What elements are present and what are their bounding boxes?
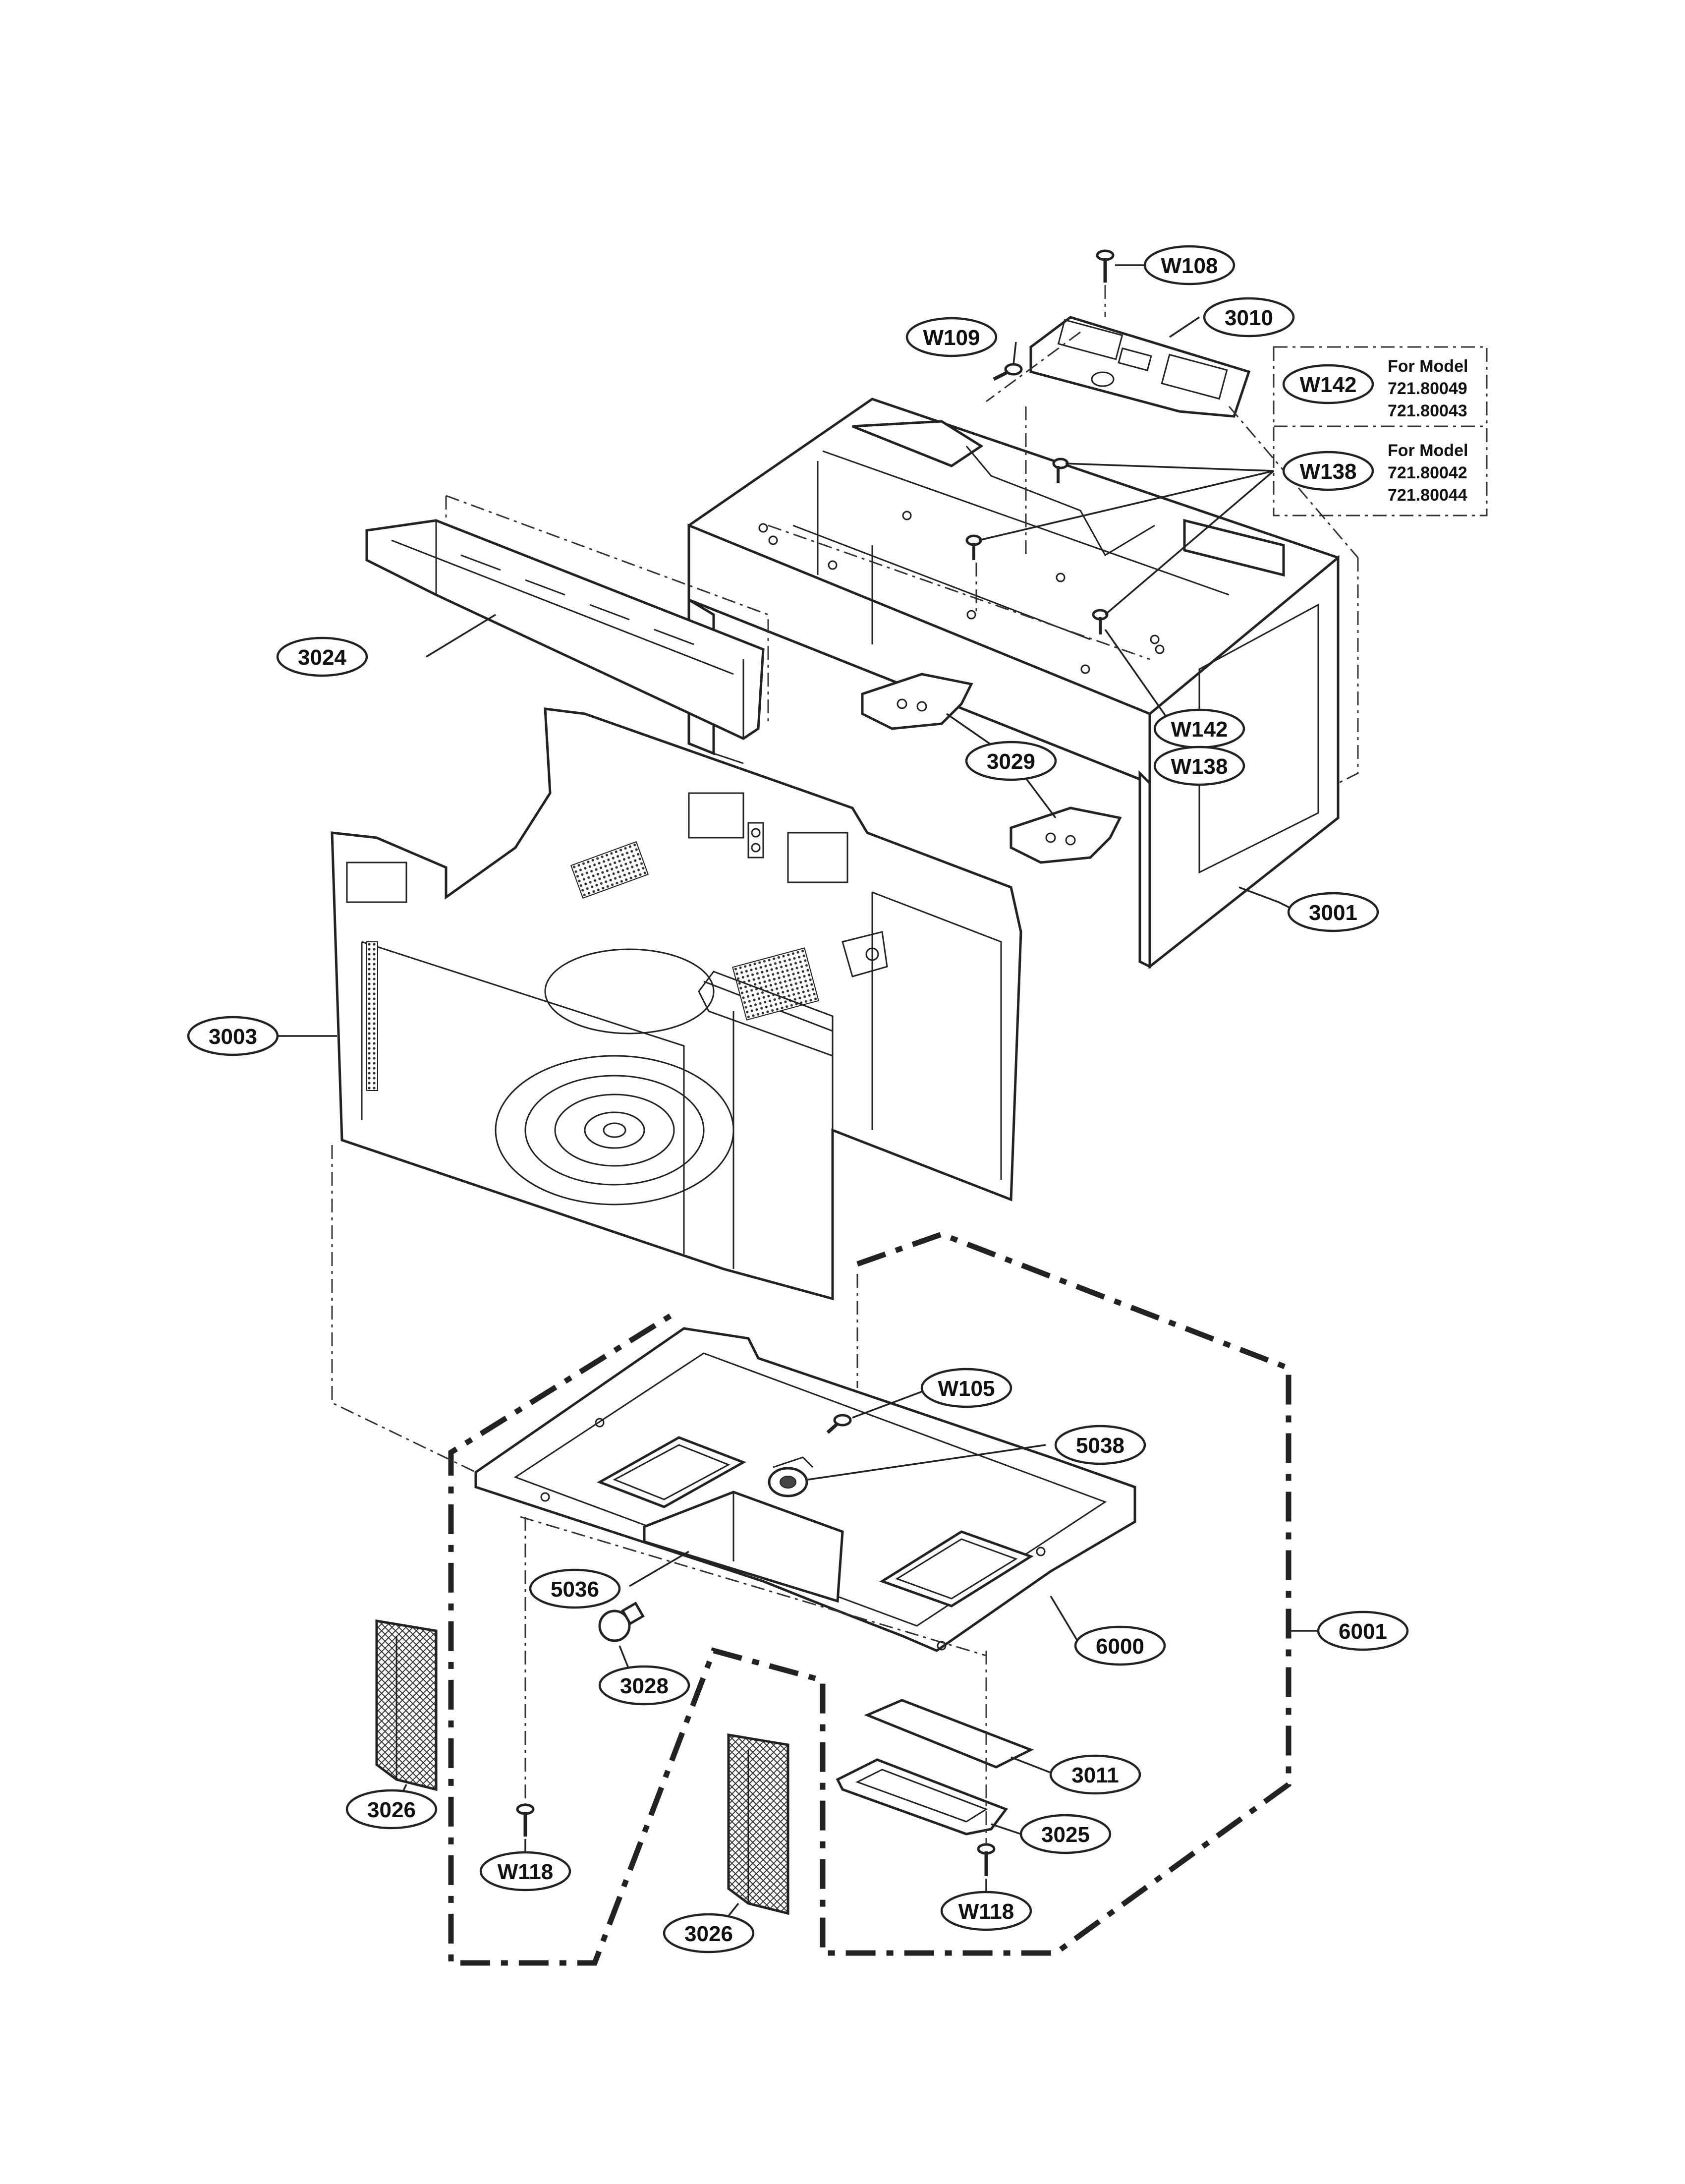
callout-3024: 3024 [276, 636, 368, 677]
svg-text:5036: 5036 [551, 1577, 599, 1602]
svg-text:3024: 3024 [298, 645, 346, 670]
callout-6001: 6001 [1317, 1610, 1409, 1651]
callout-3025: 3025 [1019, 1814, 1112, 1854]
svg-text:3003: 3003 [209, 1025, 257, 1049]
svg-text:3011: 3011 [1071, 1763, 1119, 1787]
callout-w105: W105 [920, 1368, 1012, 1408]
callout-3003: 3003 [187, 1016, 279, 1056]
model-note-2: For Model 721.80042 721.80044 [1388, 441, 1468, 505]
callout-3026-mid: 3026 [663, 1913, 755, 1954]
model-note-box [1273, 346, 1488, 517]
model-note-2-model-b: 721.80044 [1388, 486, 1467, 505]
top-plate-3010 [1029, 316, 1251, 418]
inner-cavity-3003 [331, 707, 1022, 1301]
screw-w105 [826, 1414, 852, 1434]
svg-text:3026: 3026 [684, 1922, 733, 1946]
screw-w118-right [977, 1843, 996, 1876]
model-note-2-heading: For Model [1388, 441, 1468, 460]
screw-w138-c [1092, 609, 1109, 634]
callout-5038: 5038 [1054, 1425, 1146, 1465]
screw-w108 [1096, 249, 1115, 283]
model-note-1: For Model 721.80049 721.80043 [1388, 357, 1468, 420]
svg-text:W109: W109 [923, 326, 980, 350]
svg-text:W105: W105 [938, 1377, 995, 1401]
callout-3026-left: 3026 [345, 1789, 438, 1830]
svg-text:W118: W118 [958, 1899, 1014, 1924]
assembly-6001-boundary [448, 1231, 1292, 1966]
svg-text:3010: 3010 [1225, 306, 1273, 330]
svg-text:3028: 3028 [620, 1674, 669, 1698]
callout-w118-right: W118 [940, 1891, 1032, 1931]
svg-text:3025: 3025 [1041, 1823, 1090, 1847]
bracket-3029-upper [861, 673, 973, 730]
bracket-3029-lower [1010, 806, 1122, 864]
model-note-1-model-a: 721.80049 [1388, 379, 1467, 398]
svg-text:W142: W142 [1300, 373, 1357, 397]
callout-3010: 3010 [1203, 297, 1295, 338]
lamp-cover-frame-3025 [836, 1758, 1008, 1836]
grease-filter-3026-left [375, 1619, 438, 1791]
svg-text:W118: W118 [498, 1860, 554, 1884]
svg-text:6000: 6000 [1096, 1634, 1144, 1659]
svg-text:6001: 6001 [1339, 1619, 1387, 1644]
callout-5036: 5036 [529, 1568, 621, 1609]
callout-w142-top: W142 [1282, 364, 1374, 404]
svg-text:W108: W108 [1161, 254, 1218, 278]
svg-text:W138: W138 [1171, 754, 1228, 779]
assembly-guide-lines [331, 285, 1359, 1844]
svg-text:3026: 3026 [367, 1798, 416, 1822]
callout-3029: 3029 [965, 741, 1057, 781]
callout-3028: 3028 [598, 1665, 690, 1706]
thermostat-5038 [768, 1456, 814, 1497]
callout-3011: 3011 [1049, 1754, 1141, 1795]
callout-w118-left: W118 [479, 1851, 571, 1892]
callout-w142-mid: W142 [1153, 708, 1245, 749]
leader-lines [278, 264, 1318, 1917]
callout-6000: 6000 [1074, 1625, 1166, 1666]
callout-3001: 3001 [1287, 892, 1379, 932]
callout-w109: W109 [905, 317, 998, 357]
model-note-1-heading: For Model [1388, 357, 1468, 376]
svg-text:3001: 3001 [1309, 901, 1357, 925]
screw-w118-left [516, 1803, 535, 1837]
svg-text:W138: W138 [1300, 460, 1357, 484]
svg-text:W142: W142 [1171, 717, 1228, 742]
model-note-2-model-a: 721.80042 [1388, 463, 1467, 482]
model-note-1-model-b: 721.80043 [1388, 402, 1467, 420]
callout-w108: W108 [1143, 245, 1236, 286]
svg-text:3029: 3029 [987, 749, 1035, 774]
screw-w138-b [965, 534, 982, 560]
vent-grille-3024 [365, 519, 765, 740]
lamp-cover-3011 [864, 1699, 1034, 1769]
grease-filter-3026-mid [727, 1733, 789, 1915]
screw-w109 [993, 363, 1023, 381]
lamp-3028 [598, 1602, 645, 1642]
svg-text:5038: 5038 [1076, 1434, 1124, 1458]
callout-w138-top: W138 [1282, 451, 1374, 491]
callout-w138-mid: W138 [1153, 746, 1245, 786]
